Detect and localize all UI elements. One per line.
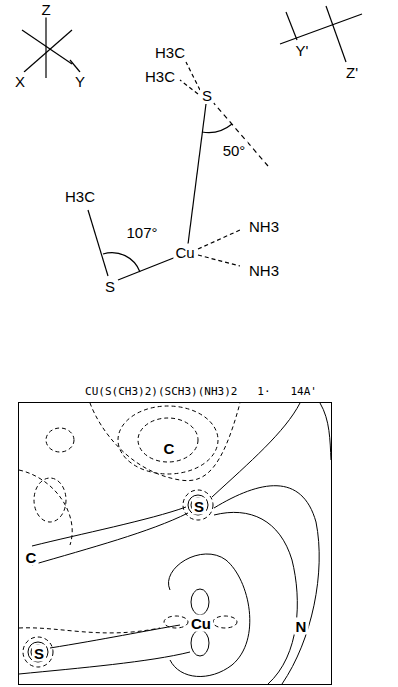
axis-line [286,12,297,40]
atom-label: N [294,618,309,635]
contours-negative [19,403,240,667]
bond-dashed [180,80,198,94]
axis-label: Z [39,1,52,18]
bond-dashed [198,230,240,249]
atom-label: C [24,549,39,566]
contour [214,486,319,684]
contours-positive [19,403,331,684]
atom-label: S [192,498,206,515]
contour [188,495,208,515]
contour [23,637,53,667]
contour-plot-frame: CU(S(CH3)2)(SCH3)(NH3)2 1· 14A'CSCCuNS [18,402,332,685]
contour [118,406,218,474]
atom-label: H3C [143,68,177,85]
axis-label: Z' [344,64,360,81]
angle-label: 107° [124,224,159,241]
atom-label: S [32,645,46,662]
bond [188,104,206,244]
atom-label: S [103,278,117,295]
contour [213,616,237,628]
atom-label: Cu [173,244,196,261]
axis-line [22,30,72,64]
atom-label: NH3 [247,262,281,279]
contour [191,589,209,615]
contour [32,507,186,546]
atom-label: NH3 [247,218,281,235]
atom-label: H3C [63,188,97,205]
contour [19,470,72,545]
atom-label: H3C [153,44,187,61]
contour [46,428,74,452]
contour [32,513,188,565]
plot-title: CU(S(CH3)2)(SCH3)(NH3)2 1· 14A' [83,385,319,398]
bond [118,257,176,280]
contour [90,403,240,481]
angle-label: 50° [221,142,248,159]
reference-line [212,101,268,166]
bond-dashed [186,62,200,90]
molecule [88,62,268,280]
atom-label: C [162,440,177,457]
contour [168,554,249,677]
contour [50,625,180,648]
atom-label: S [200,87,214,104]
atom-label: Cu [189,615,213,632]
z-axis [45,17,46,78]
contour [320,403,331,460]
axis-line [24,30,72,72]
bond-dashed [198,255,240,266]
angle-arc [202,124,232,133]
contour [214,512,297,684]
contour [183,490,213,520]
axis-line [70,60,80,72]
axes [22,6,362,78]
bond [88,210,108,276]
axis-label: X [13,73,27,90]
axis-label: Y [73,73,87,90]
contour [28,642,48,662]
angle-arc [103,253,140,272]
contour [191,630,209,656]
axis-line [326,6,346,62]
axis-line [280,14,362,44]
contour [164,616,188,628]
contour [138,418,198,462]
contour [34,478,66,522]
axis-label: Y' [294,42,311,59]
contour [212,403,300,497]
